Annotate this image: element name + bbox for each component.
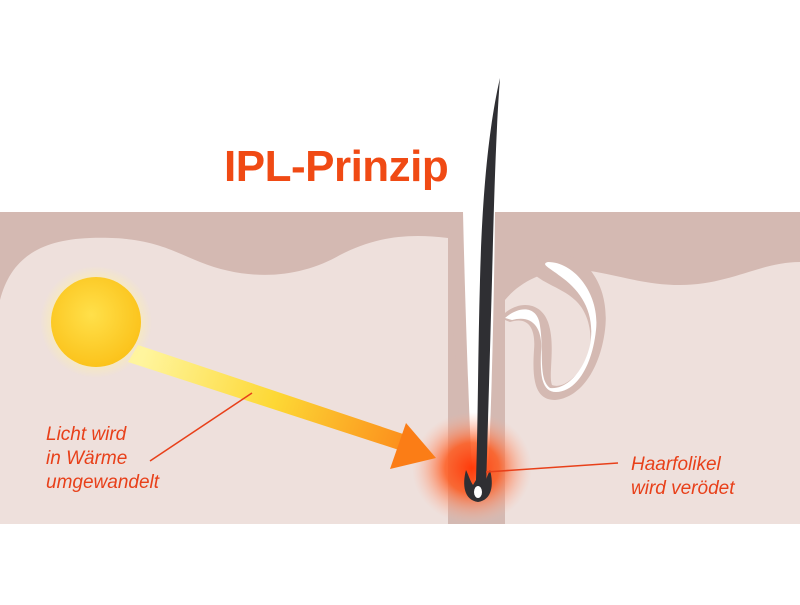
heat-glow (412, 412, 532, 524)
diagram-title: IPL-Prinzip (224, 142, 449, 191)
label-light-line-2: in Wärme (46, 448, 128, 469)
leader-line-light (149, 392, 253, 462)
label-light-to-heat: Licht wird in Wärme umgewandelt (46, 423, 159, 495)
label-light-line-1: Licht wird (46, 424, 127, 445)
light-beam-arrowhead (390, 423, 436, 469)
leader-line-follicle (485, 462, 619, 473)
skin-inner-layer-right (505, 262, 800, 524)
light-beam-arrow (128, 345, 412, 451)
sun-icon (51, 277, 141, 367)
hair-shaft (470, 78, 500, 490)
dermal-papilla (474, 486, 482, 498)
label-follicle-line-2: wird verödet (631, 478, 735, 499)
label-follicle-destroyed: Haarfolikel wird verödet (631, 453, 735, 501)
label-follicle-line-1: Haarfolikel (631, 454, 721, 475)
hair-bulb (464, 470, 492, 502)
label-light-line-3: umgewandelt (46, 472, 160, 493)
